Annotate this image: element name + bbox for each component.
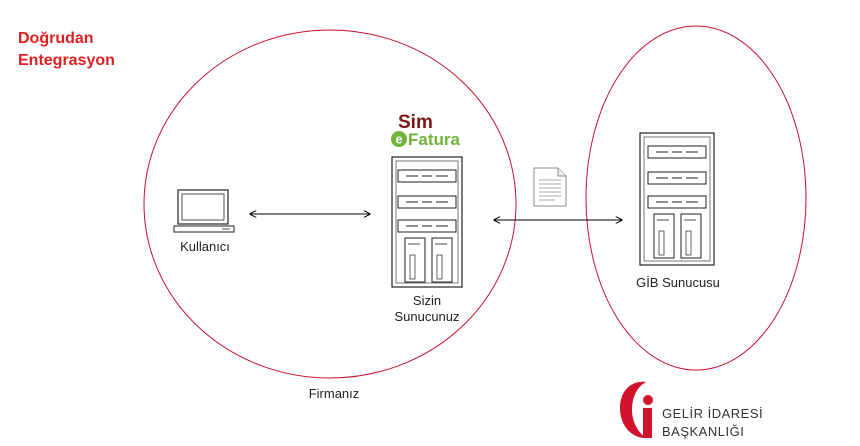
gib-logo: GELİR İDARESİ BAŞKANLIĞI [616,378,776,444]
gib-zone-ellipse [585,25,807,371]
gib-logo-line-2: BAŞKANLIĞI [662,424,745,439]
gib-server-icon [639,132,715,266]
user-label: Kullanıcı [180,239,230,254]
firm-zone-ellipse [143,29,517,379]
your-server-label-line-2: Sunucunuz [394,309,460,324]
gib-emblem-icon [620,381,653,438]
brand-sim-text: Sim [398,112,433,133]
computer-icon [173,189,235,233]
diagram-title: Doğrudan Entegrasyon [18,28,115,72]
title-line-2: Entegrasyon [18,52,115,69]
document-icon [533,167,567,207]
brand-fatura-text: Fatura [408,130,460,149]
your-server-label: Sizin Sunucunuz [380,293,474,325]
title-line-1: Doğrudan [18,30,94,47]
brand-e-text: e [395,132,402,147]
gib-logo-line-1: GELİR İDARESİ [662,406,764,421]
your-server-icon [391,156,463,288]
leaf-icon: e [391,131,407,147]
gib-server-label: GİB Sunucusu [636,275,720,290]
firm-zone-label: Firmanız [308,386,360,401]
your-server-label-line-1: Sizin [412,293,442,308]
simefatura-logo: Sim e Fatura [388,112,478,152]
